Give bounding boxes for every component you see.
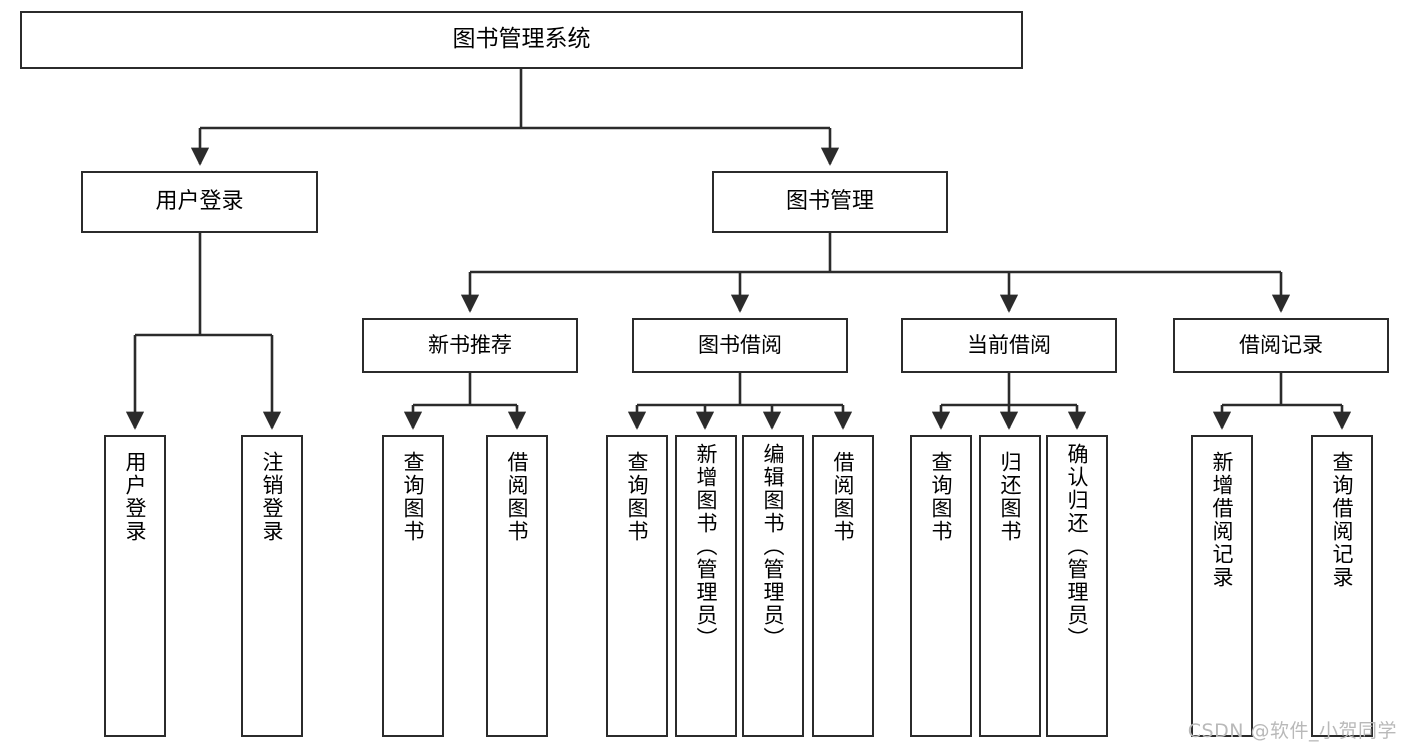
- node-label: 查询图书: [401, 451, 426, 543]
- leaf-add-book-admin[interactable]: 新增图书（管理员）: [675, 435, 737, 737]
- leaf-edit-book-admin[interactable]: 编辑图书（管理员）: [742, 435, 804, 737]
- node-label: 借阅图书: [505, 451, 530, 543]
- node-label: 用户登录: [123, 451, 148, 543]
- leaf-query-borrow-record[interactable]: 查询借阅记录: [1311, 435, 1373, 737]
- leaf-query-book-recommend[interactable]: 查询图书: [382, 435, 444, 737]
- node-label: 当前借阅: [967, 333, 1051, 358]
- node-label: 查询借阅记录: [1330, 451, 1355, 589]
- node-current-borrow[interactable]: 当前借阅: [901, 318, 1117, 373]
- node-label: 归还图书: [998, 451, 1023, 543]
- node-label: 新增图书（管理员）: [694, 443, 719, 650]
- node-book-management-system[interactable]: 图书管理系统: [20, 11, 1023, 69]
- node-label: 编辑图书（管理员）: [761, 443, 786, 650]
- node-label: 新书推荐: [428, 333, 512, 358]
- watermark: CSDN @软件_小贺同学: [1187, 720, 1397, 742]
- node-label: 新增借阅记录: [1210, 451, 1235, 589]
- leaf-query-book-current[interactable]: 查询图书: [910, 435, 972, 737]
- node-book-borrow[interactable]: 图书借阅: [632, 318, 848, 373]
- node-label: 确认归还（管理员）: [1065, 443, 1090, 650]
- node-label: 图书借阅: [698, 333, 782, 358]
- leaf-borrow-book-borrow[interactable]: 借阅图书: [812, 435, 874, 737]
- leaf-confirm-return-admin[interactable]: 确认归还（管理员）: [1046, 435, 1108, 737]
- leaf-user-logout[interactable]: 注销登录: [241, 435, 303, 737]
- node-label: 查询图书: [625, 451, 650, 543]
- node-book-management[interactable]: 图书管理: [712, 171, 948, 233]
- leaf-return-book[interactable]: 归还图书: [979, 435, 1041, 737]
- leaf-borrow-book-recommend[interactable]: 借阅图书: [486, 435, 548, 737]
- leaf-query-book-borrow[interactable]: 查询图书: [606, 435, 668, 737]
- node-label: 借阅记录: [1239, 333, 1323, 358]
- leaf-user-login[interactable]: 用户登录: [104, 435, 166, 737]
- node-label: 用户登录: [155, 189, 244, 215]
- node-label: 图书管理: [785, 189, 874, 215]
- node-label: 图书管理系统: [452, 26, 591, 53]
- node-borrow-record[interactable]: 借阅记录: [1173, 318, 1389, 373]
- node-label: 借阅图书: [831, 451, 856, 543]
- node-label: 查询图书: [929, 451, 954, 543]
- node-user-login[interactable]: 用户登录: [81, 171, 318, 233]
- leaf-add-borrow-record[interactable]: 新增借阅记录: [1191, 435, 1253, 737]
- node-new-book-recommend[interactable]: 新书推荐: [362, 318, 578, 373]
- node-label: 注销登录: [260, 451, 285, 543]
